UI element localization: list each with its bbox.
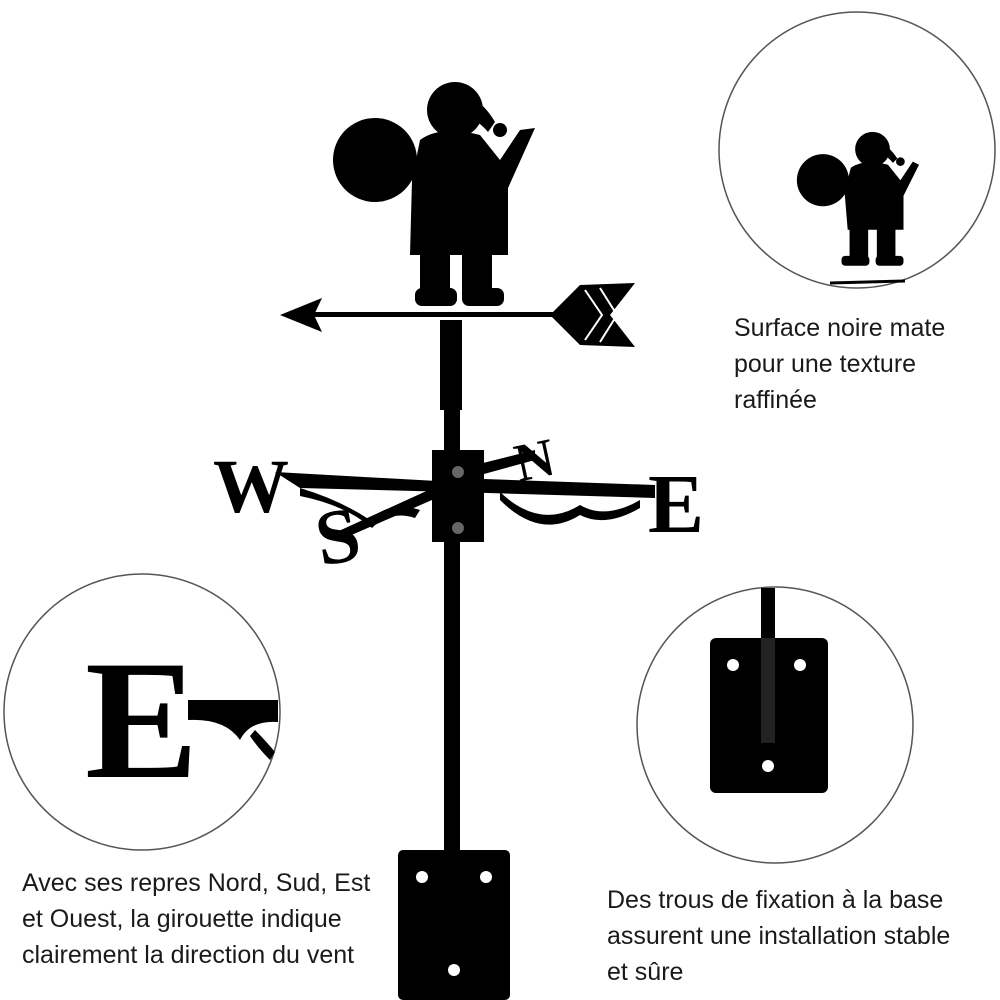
letter-west: W [213, 445, 289, 529]
compass-arms [275, 450, 655, 542]
caption-finish: Surface noire mate pour une texture raff… [734, 310, 945, 418]
caption-directions-line: et Ouest, la girouette indique [22, 905, 342, 933]
caption-mounting-line: assurent une installation stable [607, 922, 951, 950]
caption-finish-line: Surface noire mate [734, 314, 946, 342]
base-plate [398, 850, 510, 1000]
detail-circle-letter: E [3, 573, 281, 851]
caption-directions: Avec ses repres Nord, Sud, Est et Ouest,… [22, 865, 370, 973]
caption-mounting: Des trous de fixation à la base assurent… [607, 882, 950, 990]
letter-south: S [309, 489, 367, 582]
caption-mounting-line: Des trous de fixation à la base [607, 886, 944, 914]
caption-finish-line: raffinée [734, 386, 817, 414]
caption-finish-line: pour une texture [734, 350, 917, 378]
santa-detail-icon [796, 131, 919, 266]
caption-directions-line: Avec ses repres Nord, Sud, Est [22, 869, 371, 897]
caption-directions-line: clairement la direction du vent [22, 941, 355, 969]
detail-circle-santa [718, 11, 996, 289]
arrow-pointer [280, 283, 635, 347]
letter-east: E [648, 458, 704, 551]
santa-figure [333, 82, 535, 306]
detail-letter-e: E [85, 626, 198, 814]
caption-mounting-line: et sûre [607, 958, 684, 986]
weathervane-main: W E S N [213, 82, 704, 1000]
detail-circle-base [636, 586, 914, 864]
